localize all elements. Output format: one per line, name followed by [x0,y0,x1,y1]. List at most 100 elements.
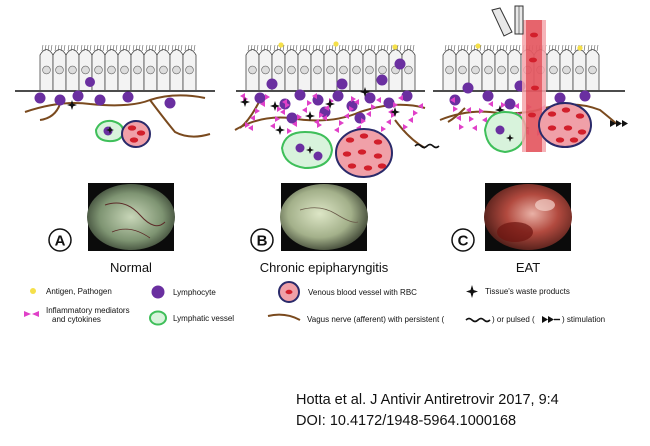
citation-line1: Hotta et al. J Antivir Antiretrovir 2017… [296,392,559,408]
cilia [587,44,590,52]
mediator-legend-icon [24,311,39,317]
cilia [63,44,66,52]
cell-nucleus-icon [133,65,142,75]
triangle-mediator-icon [285,102,290,108]
cell-nucleus-icon [185,65,194,75]
legend-vagus-part2: ) or pulsed ( [492,315,535,324]
cell-nucleus-icon [458,65,467,75]
rbc [357,149,367,155]
cilia [473,44,476,52]
panel-b-letter: B [257,233,268,250]
cilia [557,44,560,52]
triangle-mediator-icon [255,108,260,114]
lymphocyte [103,126,113,136]
cilia [247,44,250,52]
cilia [590,44,593,52]
vagus-nerve [24,94,206,113]
rbc [136,130,146,136]
triangle-mediator-icon [418,103,423,109]
cilia [318,44,321,52]
cilia [47,44,50,52]
triangle-mediator-icon [381,126,386,132]
cell-nucleus-icon [55,65,64,75]
citation: Hotta et al. J Antivir Antiretrovir 2017… [296,390,559,432]
cell-nucleus-icon [588,65,597,75]
cilia [554,44,557,52]
cilia [403,44,406,52]
cell-nucleus-icon [300,65,309,75]
cilia [450,44,453,52]
cilia [187,44,190,52]
cilia [286,44,289,52]
cilia [483,44,486,52]
cilia [99,44,102,52]
legend-antigen: Antigen, Pathogen [46,287,112,296]
cilia [574,44,577,52]
cilia [383,44,386,52]
cell-nucleus-icon [445,65,454,75]
cilia [76,44,79,52]
cilia [347,44,350,52]
rbc [127,125,137,131]
cell-nucleus-icon [120,65,129,75]
cell-nucleus-icon [562,65,571,75]
lymphocyte [94,94,106,106]
star-waste-icon [305,111,315,121]
rbc [547,111,557,117]
rbc [577,129,587,135]
legend-vagus-part3: ) stimulation [562,315,605,324]
cilia [96,44,99,52]
cilia [44,44,47,52]
triangle-mediator-icon [245,122,250,128]
panel-c-label: EAT [516,260,540,275]
vagus-nerve [39,103,61,121]
cell-nucleus-icon [274,65,283,75]
cell-nucleus-icon [159,65,168,75]
cilia [338,44,341,52]
triangle-mediator-icon [469,116,474,122]
triangle-mediator-icon [324,105,329,111]
lymphocyte [504,98,516,110]
cell-nucleus-icon [261,65,270,75]
nerve-legend-icon [267,313,301,321]
cilia [499,44,502,52]
venous-vessel [121,120,151,148]
persistent-wave-icon [465,317,491,323]
rbc [373,139,383,145]
triangle-mediator-icon [280,109,285,115]
cilia [373,44,376,52]
cilia [292,44,295,52]
cilia [289,44,292,52]
cell-nucleus-icon [107,65,116,75]
cell-nucleus-icon [248,65,257,75]
cilia [509,44,512,52]
rbc [561,107,571,113]
star-waste-icon [240,97,250,107]
lymphatic-legend-icon [149,310,167,326]
lymphocyte [554,92,566,104]
triangle-mediator-icon [297,114,302,120]
lymphocyte [401,90,413,102]
cilia [315,44,318,52]
panel-b-label: Chronic epipharyngitis [260,260,389,275]
cilia [276,44,279,52]
triangle-mediator-icon [391,112,396,118]
cilia [138,44,141,52]
triangle-mediator-icon [366,111,371,117]
cell-nucleus-icon [146,65,155,75]
cilia [564,44,567,52]
lymphocyte [254,92,266,104]
cilia [380,44,383,52]
cilia [89,44,92,52]
star-waste-icon [390,107,400,117]
star-waste-icon [306,146,314,154]
cilia [180,44,183,52]
triangle-mediator-icon [398,95,403,101]
cilia [463,44,466,52]
triangle-mediator-icon [514,103,519,109]
cilia [548,44,551,52]
rbc [377,163,387,169]
cilia [390,44,393,52]
lymphocyte [462,82,474,94]
